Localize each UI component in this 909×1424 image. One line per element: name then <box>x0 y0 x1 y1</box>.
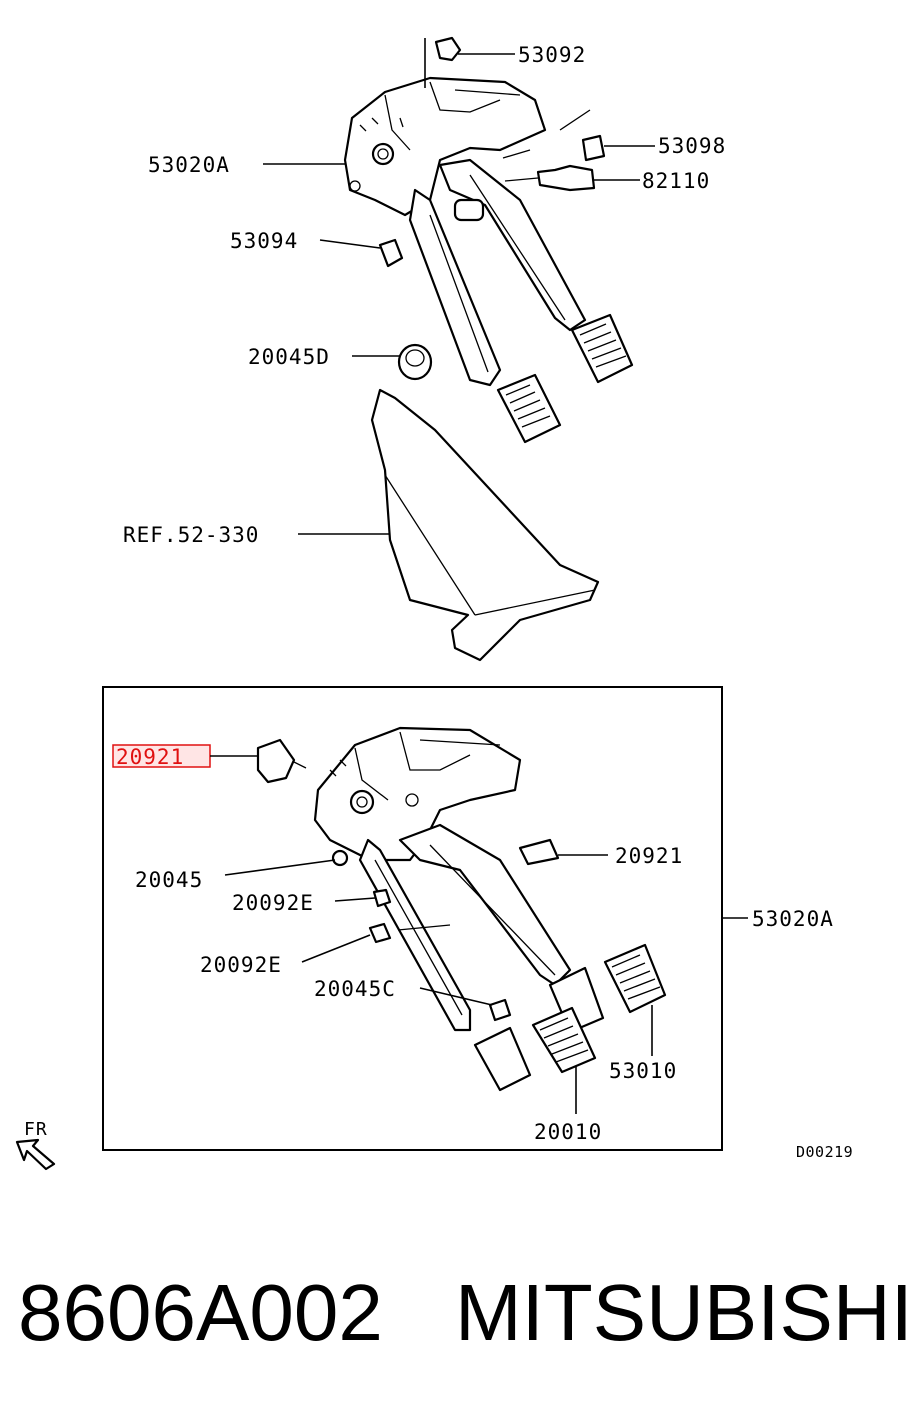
label-53098: 53098 <box>658 134 726 158</box>
label-20045D: 20045D <box>248 345 330 369</box>
label-20921: 20921 <box>615 844 683 868</box>
label-53020A-lower: 53020A <box>752 907 834 931</box>
label-53010: 53010 <box>609 1059 677 1083</box>
label-20092E-b: 20092E <box>200 953 282 977</box>
lower-boxed-assembly: 20921 20045 20092E 20092E 20045C 20921 5… <box>102 686 834 1151</box>
label-20092E-a: 20092E <box>232 891 314 915</box>
arrow-up-left-icon <box>15 1138 56 1171</box>
label-fr: FR <box>24 1119 48 1140</box>
label-53092: 53092 <box>518 43 586 67</box>
front-direction-indicator: FR <box>15 1119 56 1171</box>
label-ref-52-330: REF.52-330 <box>123 523 259 547</box>
part-number: 8606A002 <box>18 1268 383 1357</box>
label-20045C: 20045C <box>314 977 396 1001</box>
figure-code: D00219 <box>796 1143 853 1161</box>
upper-pedal-assembly: 53092 53098 53020A 82110 53094 20045D RE… <box>123 36 726 547</box>
label-53094: 53094 <box>230 229 298 253</box>
label-53020A-upper: 53020A <box>148 153 230 177</box>
floor-insulator <box>370 388 600 662</box>
label-20921-highlighted: 20921 <box>116 745 184 769</box>
label-20010: 20010 <box>534 1120 602 1144</box>
brand-name: MITSUBISHI <box>455 1268 909 1357</box>
label-20045: 20045 <box>135 868 203 892</box>
label-82110: 82110 <box>642 169 710 193</box>
